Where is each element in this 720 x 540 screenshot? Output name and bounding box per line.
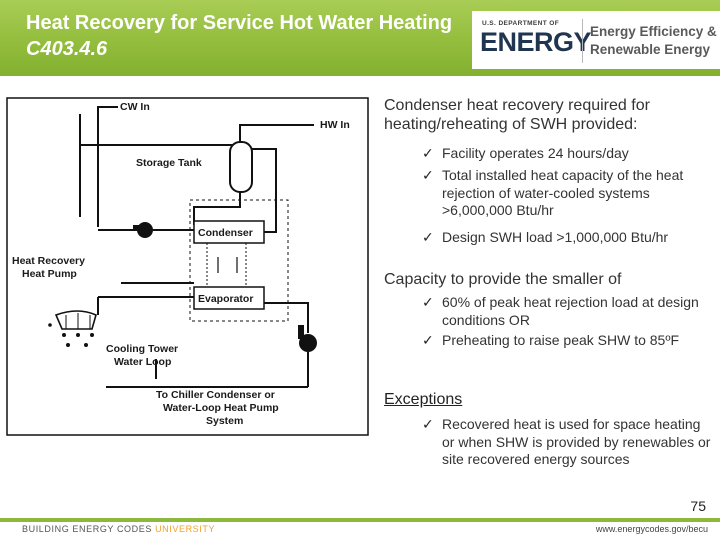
slide-title: Heat Recovery for Service Hot Water Heat… <box>26 12 453 34</box>
condenser-to-tank <box>252 148 277 233</box>
capacity-text: 60% of peak heat rejection load at desig… <box>442 294 699 328</box>
footer-url: www.energycodes.gov/becu <box>595 524 708 534</box>
doe-logo-small-text: U.S. DEPARTMENT OF <box>482 20 560 27</box>
cw-in-pipe <box>97 106 118 227</box>
requirement-item: ✓ Facility operates 24 hours/day <box>422 145 714 163</box>
check-icon: ✓ <box>422 294 434 310</box>
capacity-heading: Capacity to provide the smaller of <box>384 271 622 288</box>
requirement-item: ✓ Design SWH load >1,000,000 Btu/hr <box>422 229 714 247</box>
capacity-text: Preheating to raise peak SHW to 85ºF <box>442 332 680 348</box>
tank-to-condenser <box>193 192 241 225</box>
eere-logo-line1: Energy Efficiency & <box>590 24 717 39</box>
footer-org: BUILDING ENERGY CODES UNIVERSITY <box>22 524 215 534</box>
page-number: 75 <box>690 498 706 514</box>
heat-pump-boundary <box>189 199 289 322</box>
to-chiller-label-1: To Chiller Condenser or <box>156 389 275 401</box>
heat-recovery-heat-pump-label-1: Heat Recovery <box>12 255 85 267</box>
doe-logo-wordmark: ENERGY <box>480 27 592 57</box>
capacity-item: ✓ 60% of peak heat rejection load at des… <box>422 294 714 329</box>
check-icon: ✓ <box>422 332 434 348</box>
heat-recovery-heat-pump-label-2: Heat Pump <box>22 268 77 280</box>
check-icon: ✓ <box>422 145 434 161</box>
slide-header: Heat Recovery for Service Hot Water Heat… <box>0 0 720 76</box>
exception-text: Recovered heat is used for space heating… <box>442 416 711 467</box>
supply-loop-top <box>79 114 240 146</box>
exceptions-heading: Exceptions <box>384 391 463 408</box>
capacity-item: ✓ Preheating to raise peak SHW to 85ºF <box>422 332 714 350</box>
evaporator-label: Evaporator <box>198 293 254 305</box>
footer-divider <box>0 518 720 522</box>
hw-in-pipe <box>239 124 314 143</box>
cw-in-label: CW In <box>120 101 150 113</box>
heat-recovery-diagram: CW In HW In Storage Tank Condenser Heat … <box>6 97 370 437</box>
slide-subtitle-code: C403.4.6 <box>26 38 108 60</box>
to-chiller-label-3: System <box>206 415 244 427</box>
storage-tank-shape <box>229 141 253 193</box>
logo-divider <box>582 19 583 63</box>
check-icon: ✓ <box>422 167 434 183</box>
doe-eere-logo: U.S. DEPARTMENT OF ENERGY Energy Efficie… <box>472 11 720 69</box>
requirement-text: Design SWH load >1,000,000 Btu/hr <box>442 229 669 245</box>
footer-org-part2: UNIVERSITY <box>155 524 216 534</box>
storage-tank-label: Storage Tank <box>136 157 202 169</box>
footer-org-part1: BUILDING ENERGY CODES <box>22 524 156 534</box>
check-icon: ✓ <box>422 229 434 245</box>
cooling-tower-label-1: Cooling Tower <box>106 343 179 355</box>
to-chiller-label-2: Water-Loop Heat Pump <box>163 402 279 414</box>
diagram-frame <box>6 97 369 436</box>
condenser-label: Condenser <box>198 227 253 239</box>
requirement-text: Facility operates 24 hours/day <box>442 145 629 161</box>
eere-logo-line2: Renewable Energy <box>590 42 711 57</box>
diagram-graphic <box>6 97 369 436</box>
requirement-text: Total installed heat capacity of the hea… <box>442 167 684 218</box>
exception-item: ✓ Recovered heat is used for space heati… <box>422 416 714 469</box>
requirement-item: ✓ Total installed heat capacity of the h… <box>422 167 714 220</box>
cooling-tower-label-2: Water Loop <box>114 356 172 368</box>
check-icon: ✓ <box>422 416 434 432</box>
intro-text: Condenser heat recovery required for hea… <box>384 97 650 133</box>
hw-in-label: HW In <box>320 119 350 131</box>
